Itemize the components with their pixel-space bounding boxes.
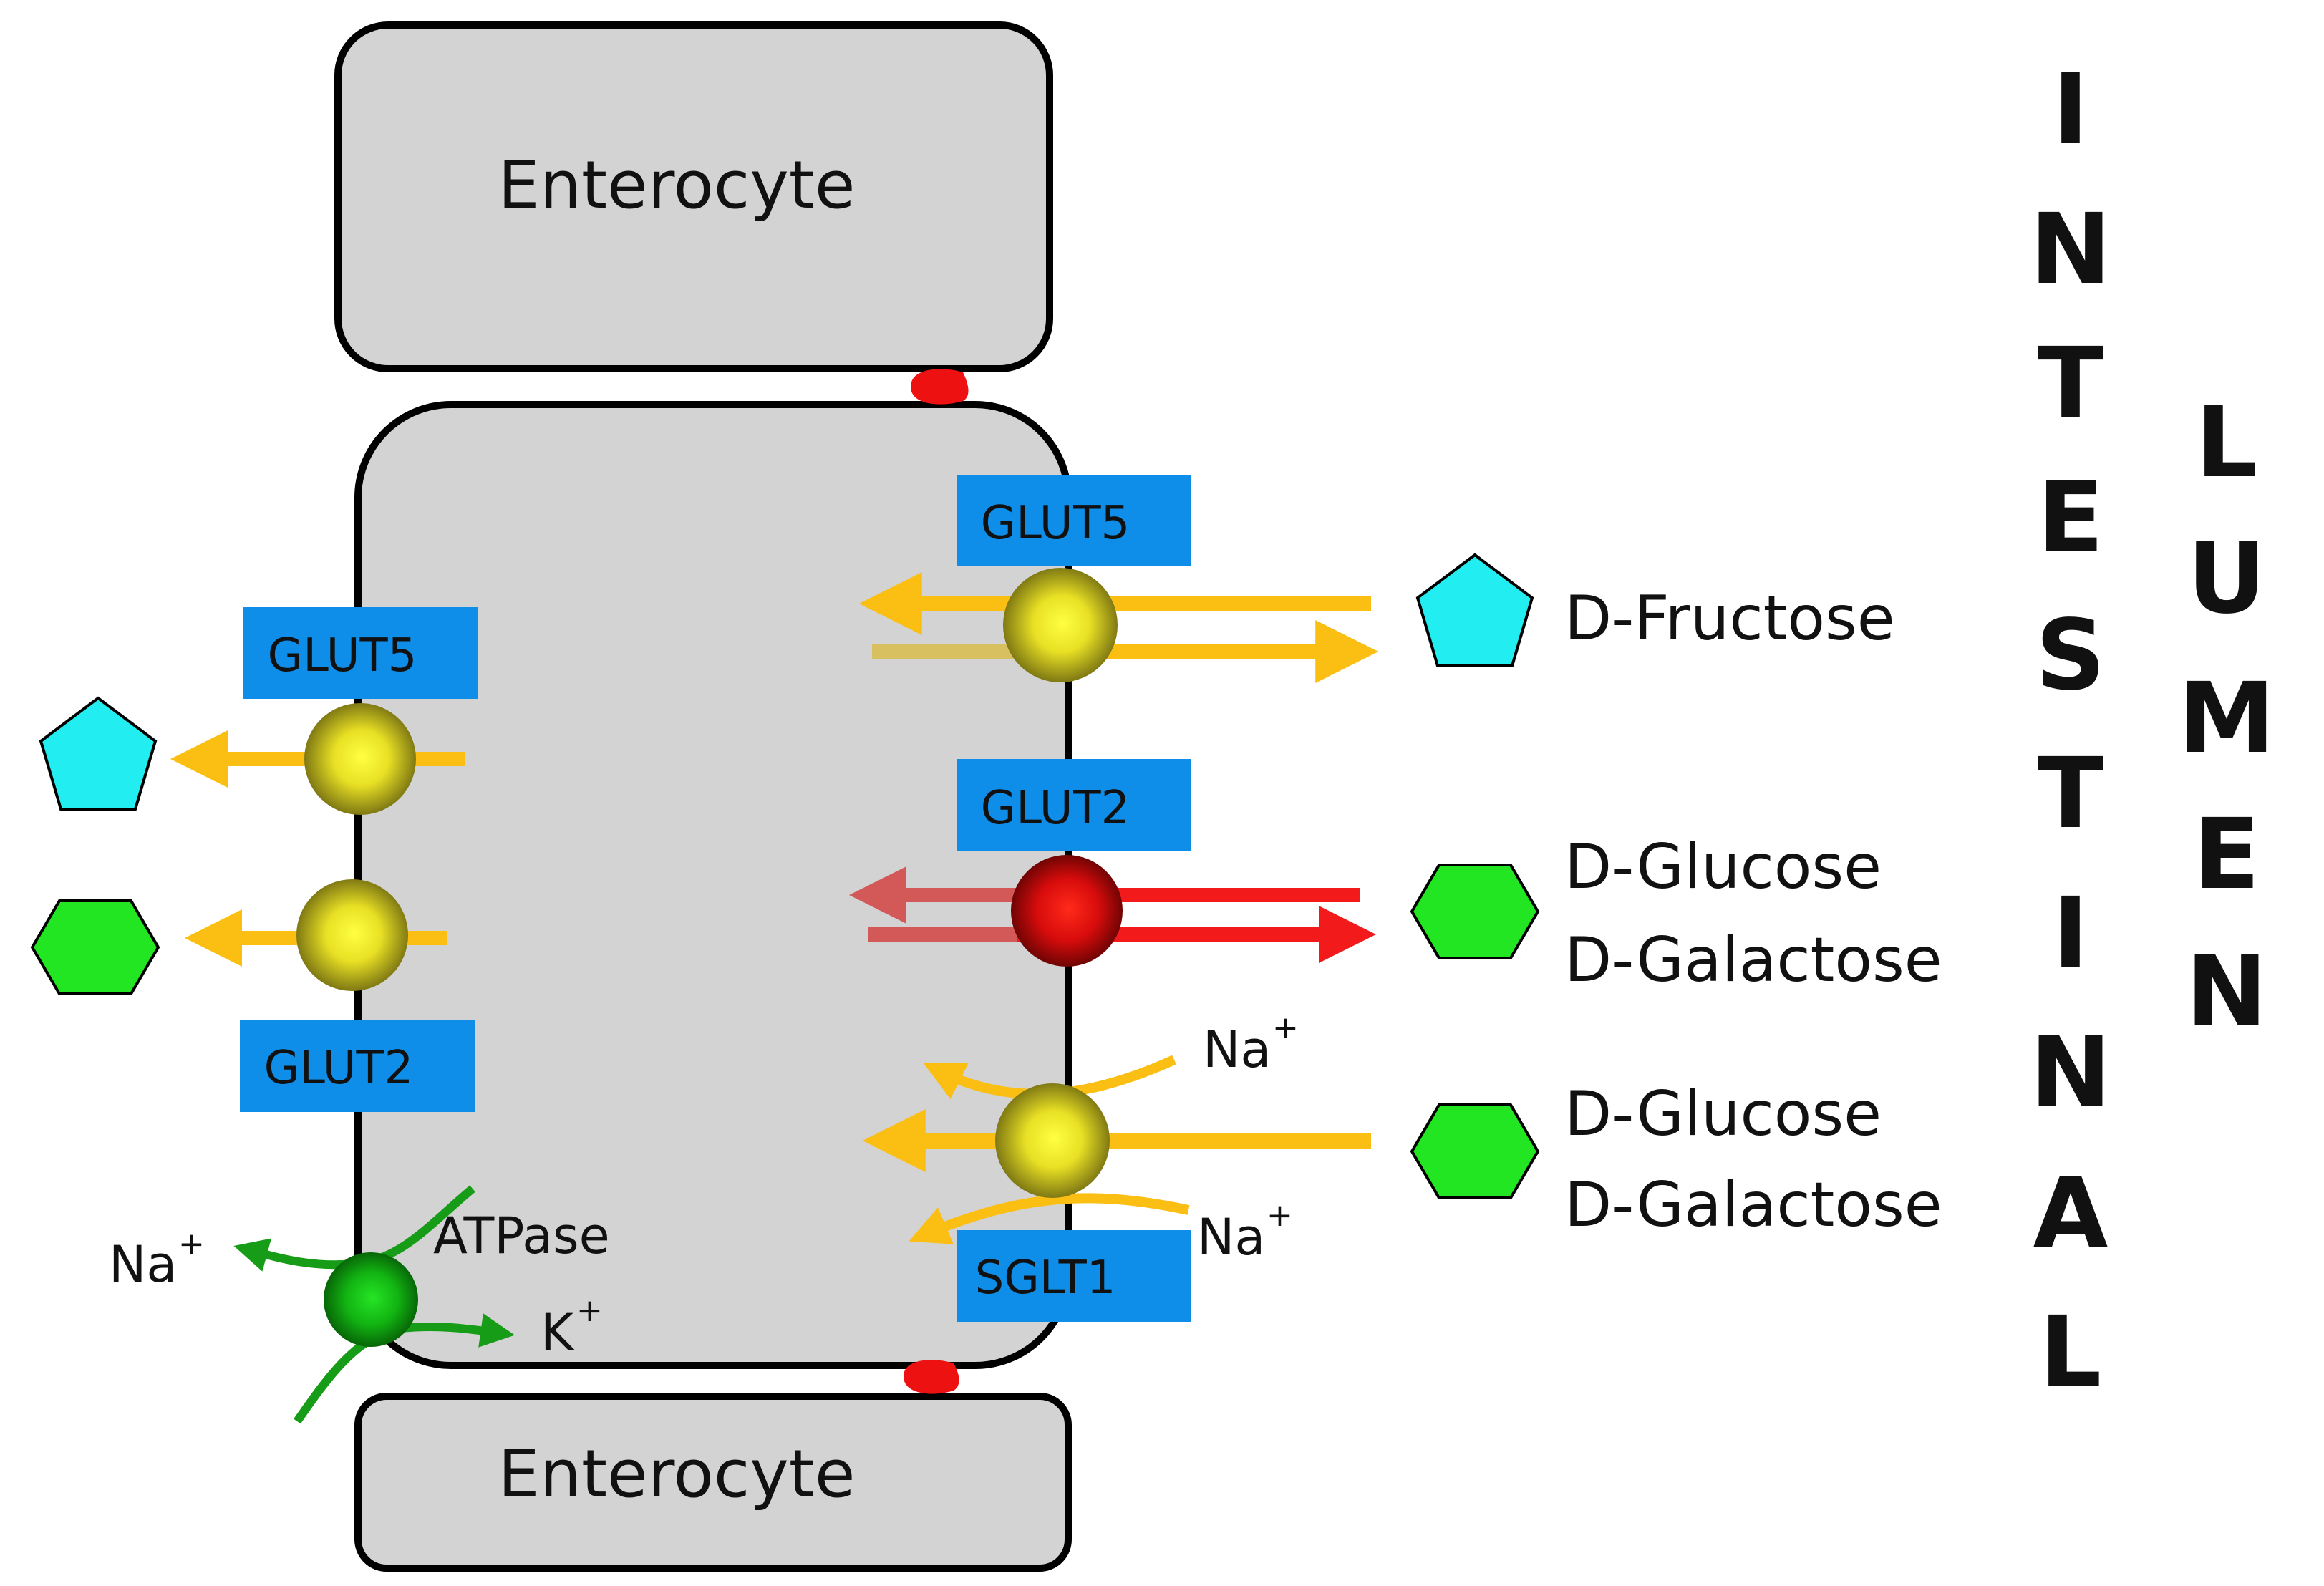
atpase-label: ATPase — [433, 1207, 610, 1265]
intestinal-letter: I — [2053, 877, 2089, 990]
glut5-apical-transporter — [1003, 568, 1118, 682]
intestinal-letter: I — [2053, 54, 2089, 167]
intestinal-letter: E — [2038, 462, 2104, 575]
sglt1-label-box — [957, 1230, 1191, 1322]
intestinal-letter: N — [2030, 1017, 2111, 1130]
glut5-basal-label: GLUT5 — [268, 629, 417, 682]
lumen-letter: E — [2194, 798, 2260, 912]
sglt1-na-bottom-arrow — [909, 1193, 1190, 1244]
atpase-na-label: Na — [109, 1235, 177, 1294]
intestinal-letter: N — [2030, 193, 2111, 306]
sglt1-na-top-plus: + — [1272, 1010, 1299, 1046]
galactose-label-2: D-Galactose — [1564, 1169, 1942, 1241]
sglt1-transporter — [995, 1083, 1110, 1198]
sglt1-na-top-label: Na — [1203, 1020, 1271, 1079]
glut2-apical-label: GLUT2 — [981, 782, 1130, 835]
lumen-letter: U — [2187, 523, 2266, 636]
glucose-label-1: D-Glucose — [1564, 831, 1882, 903]
atpase-na-plus: + — [178, 1226, 205, 1262]
glut2-apical-transporter — [1011, 855, 1123, 967]
atpase-pump — [324, 1252, 418, 1347]
fructose-label: D-Fructose — [1564, 583, 1895, 654]
intestinal-letter: T — [2038, 738, 2104, 851]
sglt1-label: SGLT1 — [975, 1252, 1116, 1305]
lumen-letter: N — [2186, 936, 2267, 1049]
glucose-lumen-hexagon-1 — [1410, 864, 1540, 959]
tight-junction-top — [911, 369, 969, 405]
glut2-basal-transporter — [296, 879, 408, 991]
sglt1-na-bottom-label: Na — [1197, 1208, 1265, 1267]
glut2-basal-label-box — [240, 1020, 475, 1112]
glucose-basal-hexagon — [30, 899, 160, 995]
lumen-vertical-label: L U M E N — [2178, 387, 2275, 1049]
lumen-letter: L — [2196, 387, 2258, 500]
fructose-basal-pentagon — [39, 696, 158, 811]
intestinal-letter: S — [2035, 599, 2106, 712]
tight-junction-bottom — [904, 1360, 959, 1394]
glut5-apical-label-box — [957, 475, 1191, 566]
intestinal-letter: L — [2040, 1296, 2102, 1409]
galactose-label-1: D-Galactose — [1564, 924, 1942, 996]
glut2-apical-label-box — [957, 759, 1191, 851]
atpase-k-plus: + — [576, 1292, 603, 1329]
bottom-enterocyte — [354, 1393, 1072, 1572]
glucose-lumen-hexagon-2 — [1410, 1103, 1540, 1199]
intestinal-letter: A — [2033, 1158, 2108, 1271]
sglt1-na-bottom-plus: + — [1267, 1197, 1293, 1234]
top-enterocyte — [334, 21, 1053, 372]
glut5-basal-label-box — [243, 607, 478, 699]
bottom-enterocyte-label: Enterocyte — [498, 1436, 856, 1512]
glut2-basal-label: GLUT2 — [264, 1042, 414, 1095]
lumen-letter: M — [2178, 662, 2275, 775]
top-enterocyte-label: Enterocyte — [498, 147, 856, 223]
intestinal-vertical-label: I N T E S T I N A L — [2030, 54, 2111, 1409]
glucose-label-2: D-Glucose — [1564, 1078, 1882, 1150]
fructose-lumen-pentagon — [1415, 553, 1534, 667]
glut5-basal-transporter — [304, 703, 416, 815]
glut5-apical-label: GLUT5 — [981, 497, 1130, 550]
atpase-k-label: K — [541, 1303, 575, 1362]
intestinal-letter: T — [2038, 327, 2104, 440]
